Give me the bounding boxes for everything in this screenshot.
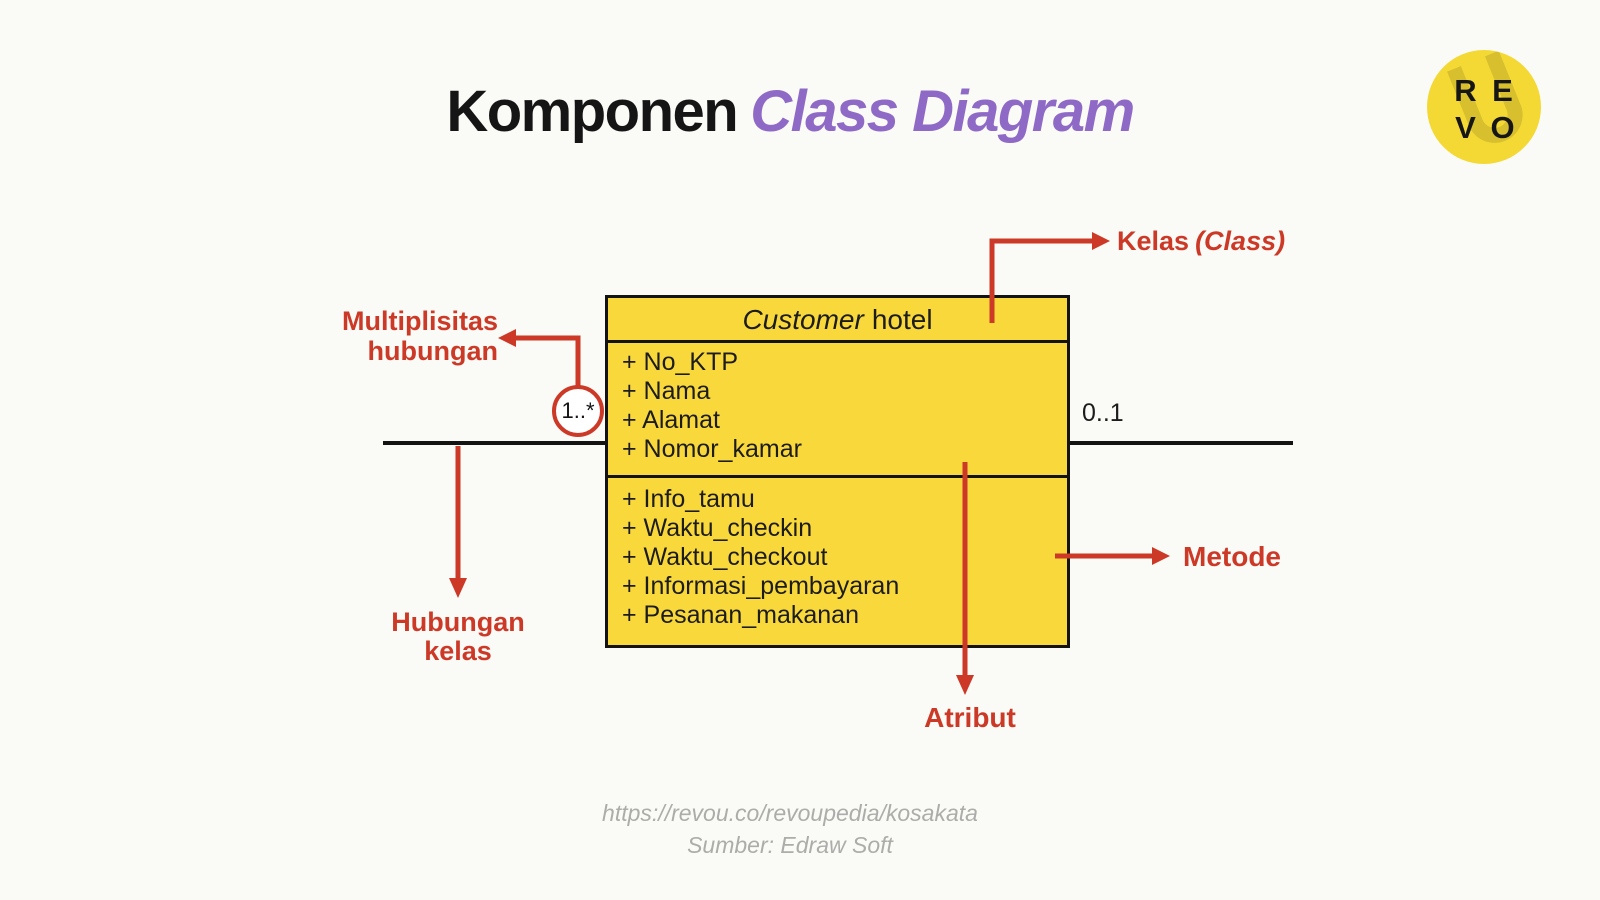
atribut-arrowhead-icon [956, 675, 974, 695]
class-attributes-section: + No_KTP + Nama + Alamat + Nomor_kamar [608, 343, 1067, 478]
relationship-line-left [383, 441, 605, 445]
method-row: + Waktu_checkin [622, 514, 813, 542]
method-row: + Pesanan_makanan [622, 601, 859, 629]
footer-url: https://revou.co/revoupedia/kosakata [602, 800, 978, 826]
footer-source: Sumber: Edraw Soft [687, 832, 893, 858]
kelas-arrowhead-icon [1092, 232, 1110, 250]
logo-letters: R E V O [1447, 72, 1521, 146]
attribute-row: + Nomor_kamar [622, 435, 802, 463]
footer: https://revou.co/revoupedia/kosakata Sum… [0, 800, 1580, 858]
class-name-regular: hotel [871, 304, 933, 335]
metode-arrow [1055, 547, 1170, 565]
revou-logo: R E V O [1427, 50, 1541, 164]
method-row: + Informasi_pembayaran [622, 572, 900, 600]
logo-letter-o: O [1490, 109, 1515, 145]
hubungan-kelas-arrow [449, 446, 467, 598]
hubungan-annotation-label: Hubungan kelas [378, 608, 538, 666]
attribute-row: + No_KTP [622, 348, 739, 376]
method-row: + Waktu_checkout [622, 543, 828, 571]
multiplisitas-arrowhead-icon [498, 329, 516, 347]
logo-letter-v: V [1455, 109, 1476, 145]
multiplisitas-arrow [498, 329, 581, 387]
atribut-annotation-label: Atribut [924, 702, 1016, 733]
logo-letter-r: R [1454, 72, 1477, 108]
multiplicity-right-label: 0..1 [1082, 399, 1124, 427]
kelas-annotation-label: Kelas(Class) [1117, 226, 1285, 257]
title-text-black: Komponen [446, 79, 738, 144]
kelas-label-italic: (Class) [1195, 226, 1286, 256]
relationship-line-right [1070, 441, 1293, 445]
hubungan-label-line1: Hubungan [391, 607, 525, 637]
hubungan-arrowhead-icon [449, 578, 467, 598]
class-name-italic: Customer [742, 304, 864, 335]
hubungan-label-line2: kelas [424, 636, 492, 666]
attribute-row: + Nama [622, 377, 711, 405]
title-text-purple: Class Diagram [750, 79, 1135, 144]
multiplicity-left-badge: 1..* [552, 385, 604, 437]
metode-arrowhead-icon [1152, 547, 1170, 565]
kelas-label-text: Kelas [1117, 226, 1190, 256]
method-row: + Info_tamu [622, 485, 755, 513]
multiplisitas-label-line1: Multiplisitas [341, 306, 498, 336]
multiplicity-left-value: 1..* [561, 398, 595, 423]
class-methods-section: + Info_tamu + Waktu_checkin + Waktu_chec… [608, 478, 1067, 630]
multiplisitas-label-line2: hubungan [367, 336, 498, 366]
attribute-row: + Alamat [622, 406, 720, 434]
metode-annotation-label: Metode [1183, 541, 1281, 572]
multiplisitas-annotation-label: Multiplisitas hubungan [300, 306, 498, 366]
logo-letter-e: E [1492, 72, 1513, 108]
